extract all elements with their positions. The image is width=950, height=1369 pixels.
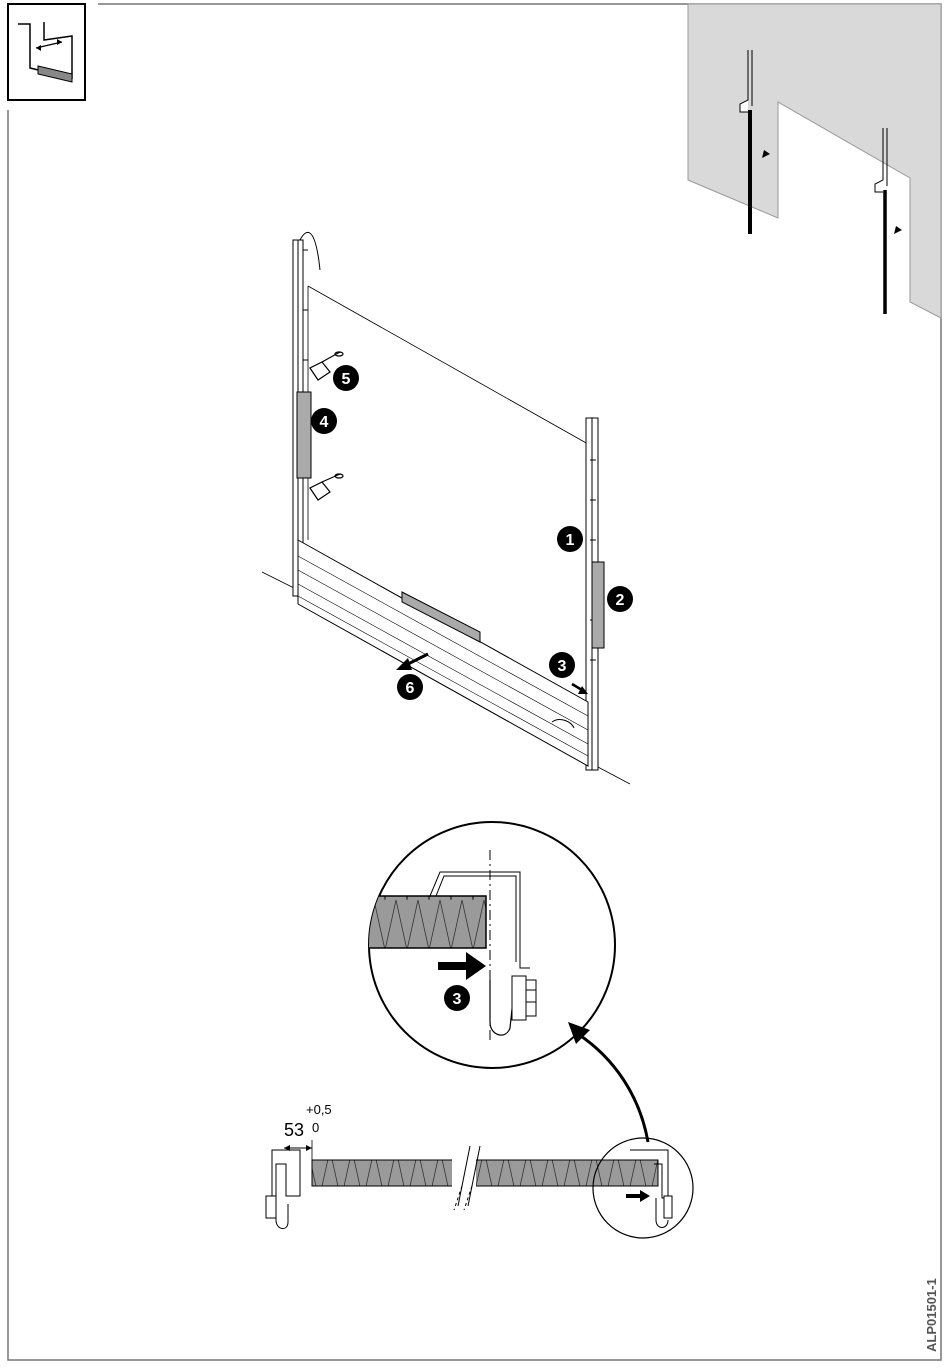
curved-arrow-icon [568, 1022, 648, 1142]
bottom-door-section [298, 540, 588, 766]
svg-text:3: 3 [558, 658, 567, 675]
svg-text:0: 0 [312, 1120, 319, 1135]
callout-3: 3 [549, 652, 575, 678]
cross-section-view [266, 1138, 693, 1238]
insulated-panel-section [360, 896, 486, 948]
callout-5: 5 [333, 365, 359, 391]
callout-6: 6 [397, 674, 423, 700]
svg-text:53: 53 [284, 1120, 304, 1140]
door-assembly-view [262, 232, 630, 784]
wall-detail [688, 4, 941, 318]
document-id: ALP01501-1 [924, 1278, 939, 1352]
callout-4: 4 [311, 408, 337, 434]
svg-text:+0,5: +0,5 [306, 1102, 332, 1117]
callout-2: 2 [607, 586, 633, 612]
callout-1: 1 [557, 526, 583, 552]
svg-text:5: 5 [342, 371, 351, 388]
right-fixing-bracket [592, 562, 604, 648]
svg-text:6: 6 [406, 680, 415, 697]
svg-text:1: 1 [566, 532, 575, 549]
svg-text:2: 2 [616, 592, 625, 609]
dimension-label: 53 +0,5 0 [284, 1102, 332, 1140]
arrow-right-icon [894, 226, 902, 234]
left-fixing-bracket [297, 392, 311, 478]
panel-cross-section [312, 1160, 658, 1186]
step-symbol-icon [8, 4, 85, 100]
svg-text:4: 4 [320, 414, 329, 431]
svg-text:3: 3 [453, 991, 462, 1008]
